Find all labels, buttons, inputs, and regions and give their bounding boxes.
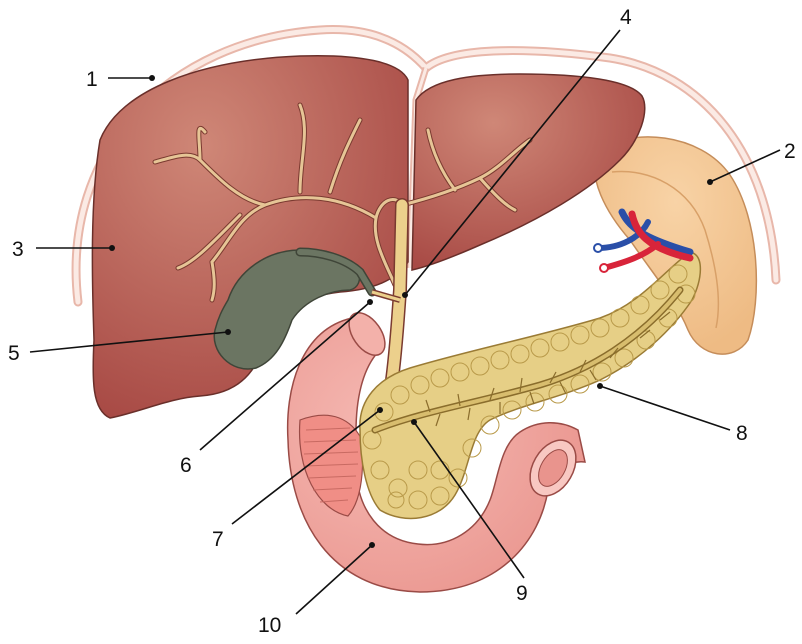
- leader-dot-3: [109, 245, 115, 251]
- label-5: 5: [8, 342, 20, 365]
- label-4: 4: [620, 6, 632, 29]
- label-7: 7: [212, 528, 224, 551]
- leader-dot-4: [402, 292, 408, 298]
- leader-dot-8: [597, 383, 603, 389]
- label-6: 6: [180, 454, 192, 477]
- leader-line-8: [600, 386, 730, 430]
- label-8: 8: [736, 422, 748, 445]
- leader-dot-10: [369, 542, 375, 548]
- leader-dot-6: [367, 299, 373, 305]
- leader-dot-5: [225, 329, 231, 335]
- leader-dot-2: [707, 179, 713, 185]
- label-2: 2: [784, 140, 796, 163]
- leader-dot-7: [377, 407, 383, 413]
- label-9: 9: [516, 582, 528, 605]
- leader-dot-1: [149, 75, 155, 81]
- label-1: 1: [86, 68, 98, 91]
- leader-dot-9: [411, 419, 417, 425]
- label-10: 10: [258, 614, 281, 637]
- label-3: 3: [12, 238, 24, 261]
